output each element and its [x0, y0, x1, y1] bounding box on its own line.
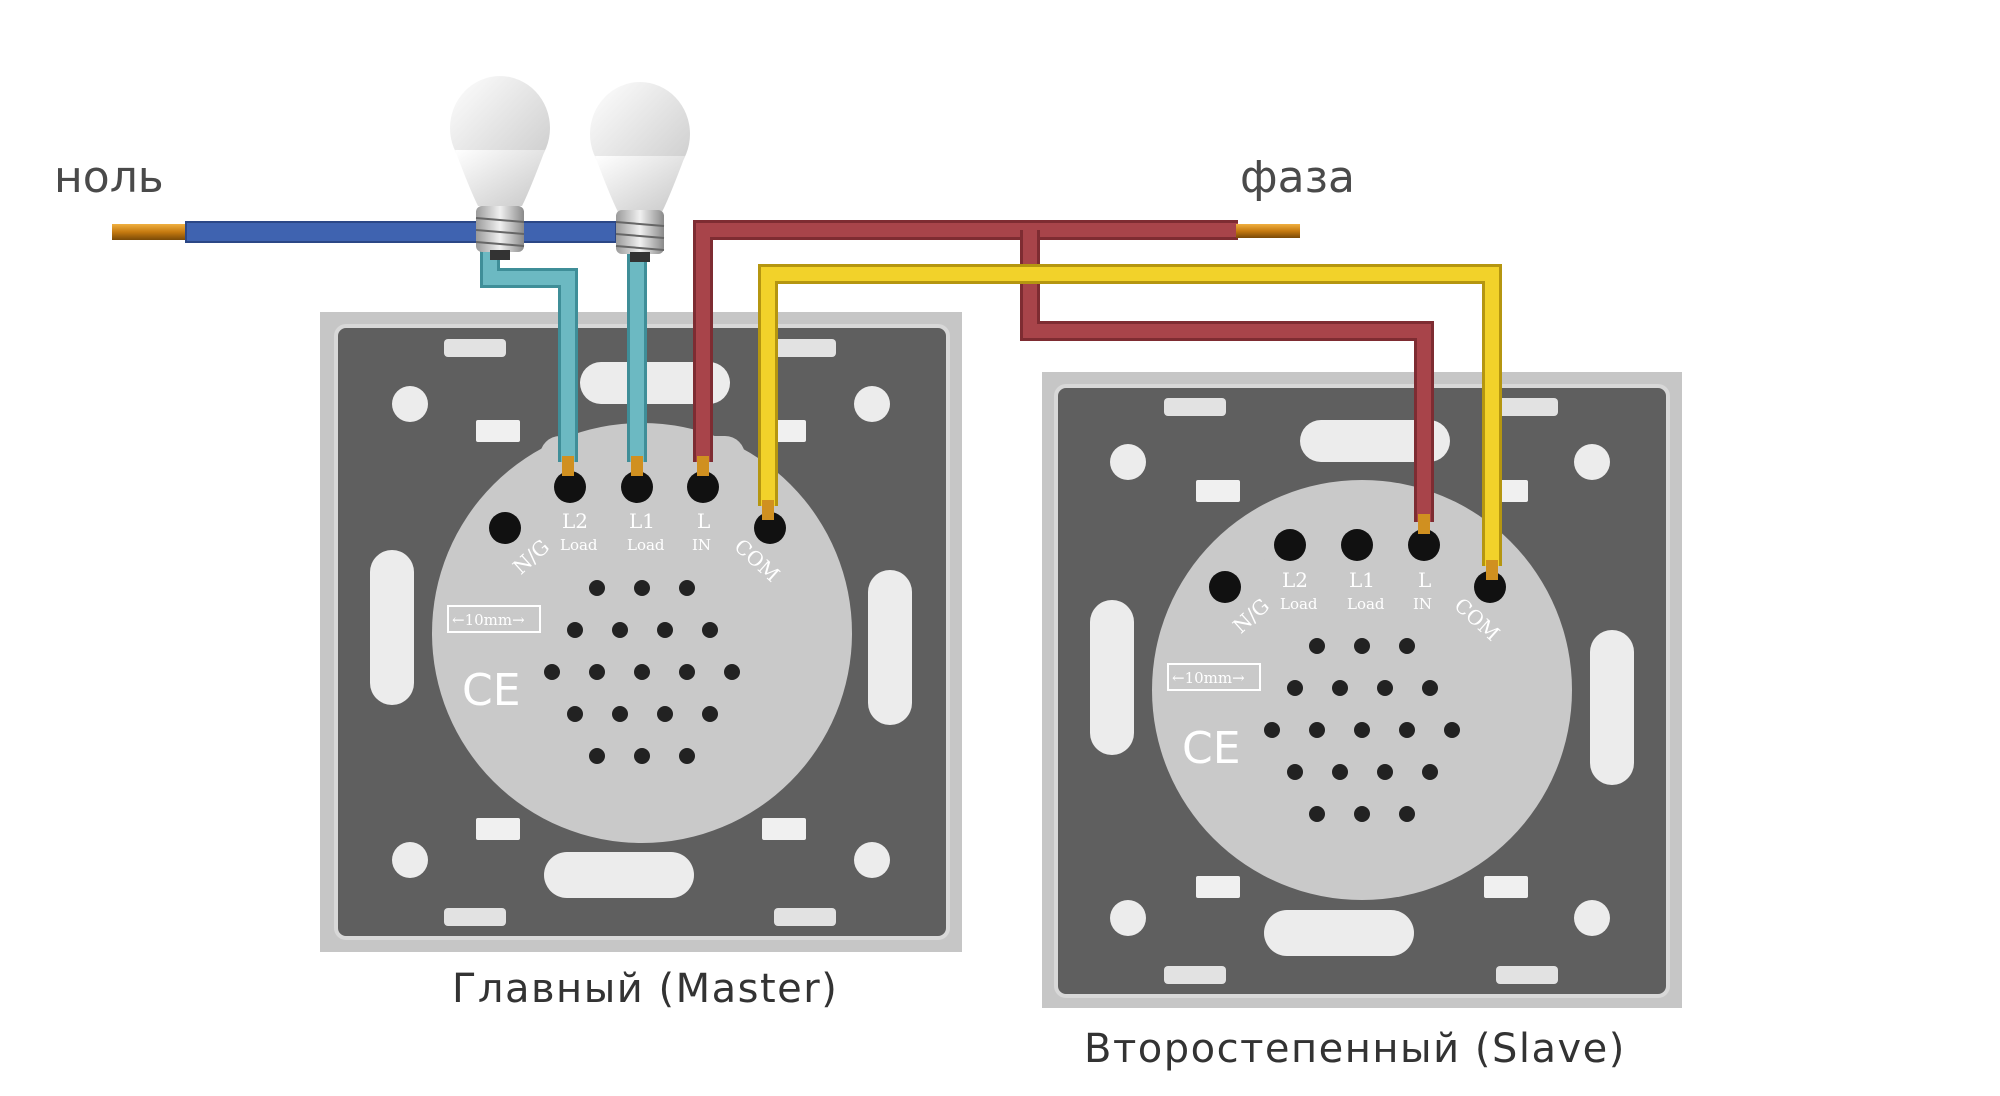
master-label-l2: L2 — [562, 509, 588, 533]
slave-label-l1-load: Load — [1347, 595, 1385, 613]
load-wires — [480, 248, 647, 476]
master-terminal-l1 — [621, 471, 653, 503]
master-label-l1: L1 — [629, 509, 655, 533]
slave-measure-label: ←10mm→ — [1172, 669, 1245, 687]
slave-label-l2: L2 — [1282, 568, 1308, 592]
master-label-l-in: IN — [692, 536, 711, 554]
slave-switch: N/G L2 Load L1 Load L IN COM ←10mm→ CE — [1042, 372, 1682, 1008]
master-terminal-ng — [489, 512, 521, 544]
bulb-icon-2 — [590, 82, 690, 262]
slave-module — [1152, 480, 1572, 900]
slave-caption: Второстепенный (Slave) — [1084, 1026, 1626, 1072]
slave-label-l2-load: Load — [1280, 595, 1318, 613]
master-measure-label: ←10mm→ — [452, 611, 525, 629]
slave-dot-grid — [1264, 638, 1460, 822]
master-dot-grid — [544, 580, 740, 764]
master-terminal-l — [687, 471, 719, 503]
master-terminal-l2 — [554, 471, 586, 503]
master-label-l1-load: Load — [627, 536, 665, 554]
slave-label-l: L — [1418, 568, 1431, 592]
slave-terminal-l1 — [1341, 529, 1373, 561]
slave-label-l1: L1 — [1349, 568, 1375, 592]
master-caption: Главный (Master) — [452, 966, 838, 1012]
master-module — [432, 423, 852, 843]
phase-label: фаза — [1240, 152, 1355, 203]
master-label-l: L — [697, 509, 710, 533]
neutral-label: ноль — [54, 152, 164, 203]
com-wire — [758, 264, 1502, 580]
neutral-wire — [112, 221, 617, 243]
master-label-l2-load: Load — [560, 536, 598, 554]
master-ce-mark: CE — [462, 665, 521, 716]
slave-terminal-l — [1408, 529, 1440, 561]
slave-ce-mark: CE — [1182, 723, 1241, 774]
slave-terminal-ng — [1209, 571, 1241, 603]
bulb-icon-1 — [450, 76, 550, 260]
slave-label-l-in: IN — [1413, 595, 1432, 613]
slave-terminal-l2 — [1274, 529, 1306, 561]
